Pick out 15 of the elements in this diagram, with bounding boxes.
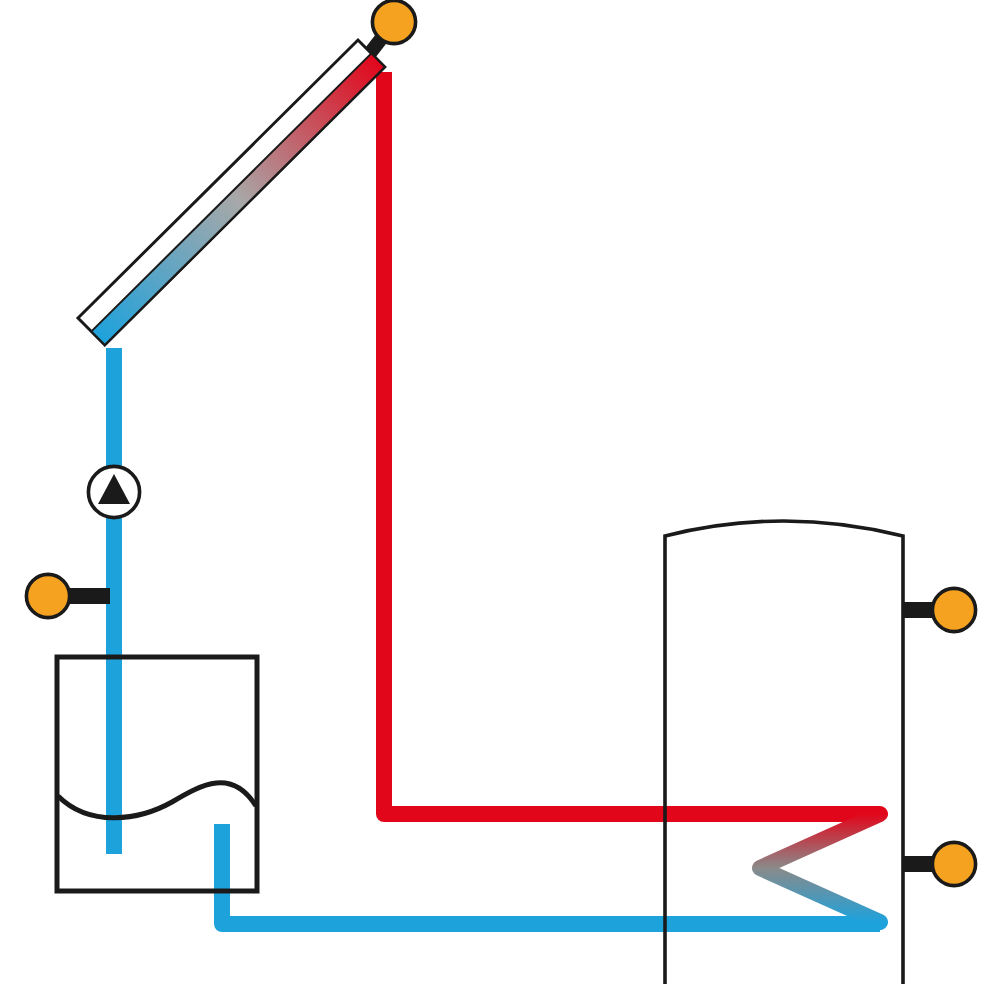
temperature-sensor	[930, 586, 978, 634]
temperature-sensor	[930, 840, 978, 888]
temperature-sensor	[370, 0, 418, 46]
pipe	[106, 348, 122, 466]
temperature-sensor	[24, 572, 72, 620]
pipe	[106, 518, 122, 656]
sensor-stub	[902, 856, 932, 872]
sensor-stub	[902, 602, 932, 618]
drain-back-vessel	[54, 654, 260, 894]
heat-exchanger-coil	[750, 804, 890, 932]
pump-symbol	[86, 464, 142, 520]
sensor-stub	[70, 588, 110, 604]
pipe	[376, 72, 880, 822]
sensor-stub	[361, 35, 387, 62]
pipe	[214, 890, 880, 932]
